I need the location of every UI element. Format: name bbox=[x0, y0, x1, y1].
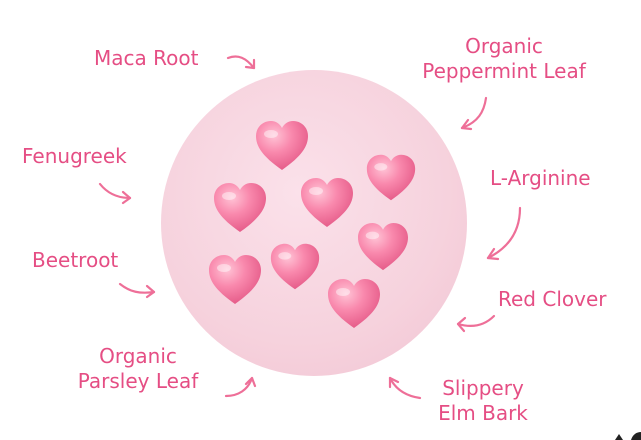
label-red-clover: Red Clover bbox=[498, 287, 606, 312]
label-organic-parsley-leaf: Organic Parsley Leaf bbox=[58, 344, 218, 394]
heart-gummy-icon bbox=[358, 222, 408, 271]
arrow-organic-parsley-leaf-icon bbox=[224, 376, 257, 398]
label-slippery-elm-bark-line1: Slippery bbox=[442, 376, 524, 400]
label-beetroot: Beetroot bbox=[32, 248, 118, 273]
label-beetroot-text: Beetroot bbox=[32, 248, 119, 272]
gummy-plate bbox=[161, 70, 467, 376]
heart-gummy-icon bbox=[328, 279, 380, 328]
heart-gummy-icon bbox=[366, 154, 416, 201]
label-organic-peppermint-leaf-line1: Organic bbox=[465, 34, 543, 58]
label-l-arginine-text: L-Arginine bbox=[490, 166, 591, 190]
arrow-red-clover-icon bbox=[456, 314, 496, 333]
arrow-l-arginine-icon bbox=[486, 206, 522, 261]
arrow-maca-root-icon bbox=[226, 55, 256, 70]
label-fenugreek: Fenugreek bbox=[22, 144, 127, 169]
label-organic-parsley-leaf-line1: Organic bbox=[99, 344, 177, 368]
label-organic-peppermint-leaf: Organic Peppermint Leaf bbox=[404, 34, 604, 84]
label-slippery-elm-bark-line2: Elm Bark bbox=[438, 401, 528, 425]
label-organic-parsley-leaf-line2: Parsley Leaf bbox=[77, 369, 199, 393]
heart-gummy-icon bbox=[270, 243, 320, 290]
label-slippery-elm-bark: Slippery Elm Bark bbox=[418, 376, 548, 426]
label-l-arginine: L-Arginine bbox=[490, 166, 591, 191]
arrow-fenugreek-icon bbox=[98, 182, 132, 205]
heart-gummy-icon bbox=[301, 178, 353, 227]
heart-gummy-icon bbox=[214, 183, 266, 232]
label-organic-peppermint-leaf-line2: Peppermint Leaf bbox=[422, 59, 586, 83]
label-maca-root: Maca Root bbox=[94, 46, 198, 71]
arrow-organic-peppermint-leaf-icon bbox=[460, 96, 488, 131]
arrow-beetroot-icon bbox=[118, 282, 156, 299]
heart-gummy-icon bbox=[209, 255, 261, 304]
heart-gummy-icon bbox=[256, 121, 308, 170]
label-maca-root-text: Maca Root bbox=[94, 46, 199, 70]
corner-fragment-icon bbox=[615, 432, 641, 440]
label-fenugreek-text: Fenugreek bbox=[22, 144, 127, 168]
label-red-clover-text: Red Clover bbox=[498, 287, 607, 311]
arrow-slippery-elm-bark-icon bbox=[388, 376, 422, 400]
